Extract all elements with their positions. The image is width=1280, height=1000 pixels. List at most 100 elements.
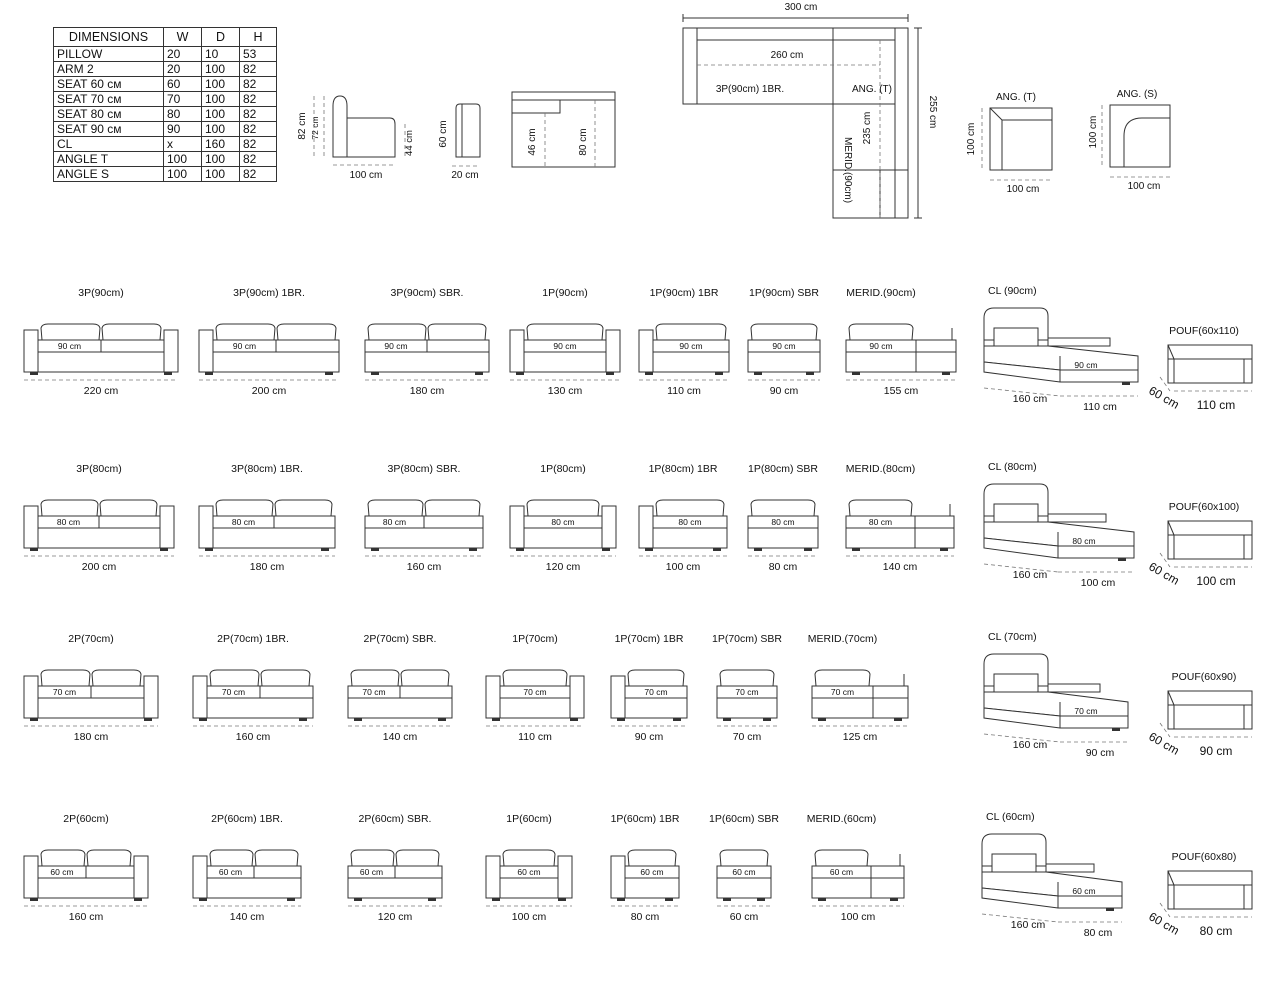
dimensions-header-row: DIMENSIONS W D H [53,27,277,47]
model-label: 1P(90cm) 1BR [650,287,719,299]
plan-outline [682,27,909,219]
pouf-label: POUF(60x90) [1172,671,1237,683]
sofa-base [624,877,680,899]
table-cell: 82 [239,91,277,107]
width-dimension: 180 cm [410,385,445,397]
sofa-base [716,877,772,899]
width-dimension: 120 cm [546,561,581,573]
sofa-leg [570,718,578,721]
back-cushion [101,323,162,341]
sofa-arm-left [485,855,501,899]
model-label: 1P(70cm) SBR [712,633,782,645]
model-label: 1P(80cm) [540,463,586,475]
cl-arm [1045,863,1095,873]
back-cushion [350,849,395,867]
model-label: 3P(90cm) [78,287,124,299]
cl-label: CL (70cm) [988,631,1037,643]
sofa-base [364,527,484,549]
sofa-base [37,697,145,719]
model-label: 1P(60cm) 1BR [611,813,680,825]
sofa-leg [645,548,653,551]
back-cushion [215,323,276,341]
plan-width-inner: 260 cm [771,50,804,61]
width-dimension: 60 cm [730,911,759,923]
front-section-seat [511,99,561,114]
side-height-total: 82 cm [297,112,308,139]
angle-t-label: ANG. (T) [996,92,1036,103]
sofa-leg [558,898,566,901]
arm-height: 60 cm [438,120,449,147]
model-label: 1P(60cm) [506,813,552,825]
sofa-leg [602,548,610,551]
seat-cushion [811,685,909,699]
back-cushion [40,669,91,687]
sofa-leg [852,372,860,375]
angle-t: ANG. (T) 100 cm 100 cm [966,92,1053,195]
sofa-leg [205,372,213,375]
seat-size-label: 80 cm [383,517,406,527]
seat-size-label: 70 cm [644,687,667,697]
model-label: 2P(70cm) 1BR. [217,633,289,645]
back-cushion [719,669,775,687]
sofa-leg [205,548,213,551]
seat-size-label: 70 cm [831,687,854,697]
sofa-leg [940,548,948,551]
sofa-leg [890,898,898,901]
cl-seat-size: 90 cm [1074,360,1097,370]
plan-label-merid: MERID.(90cm) [842,137,853,203]
width-dimension: 100 cm [841,911,876,923]
width-dimension: 100 cm [512,911,547,923]
width-dimension: 100 cm [666,561,701,573]
plan-label-ang: ANG. (T) [852,84,892,95]
front-section-outline [511,91,616,168]
width-dimension: 110 cm [518,731,552,743]
back-cushion [502,669,568,687]
sofa-leg [617,898,625,901]
sofa-leg [673,718,681,721]
sofa-leg [806,372,814,375]
back-cushion [350,669,400,687]
table-cell: 82 [239,166,277,182]
sofa-leg [763,718,771,721]
arm-width: 20 cm [451,170,478,181]
seat-size-label: 60 cm [517,867,540,877]
cl-width: 110 cm [1083,401,1117,413]
model-label: 1P(60cm) SBR [709,813,779,825]
back-cushion [814,669,871,687]
front-section: 46 cm 80 cm [511,91,616,168]
dim-line [1159,552,1171,568]
width-dimension: 80 cm [769,561,798,573]
width-dimension: 140 cm [883,561,918,573]
pouf-width: 110 cm [1197,398,1235,412]
seat-size-label: 80 cm [771,517,794,527]
table-cell: 100 [201,166,240,182]
sofa-leg [723,718,731,721]
width-dimension: 160 cm [407,561,442,573]
sofa-arm-left [638,505,654,549]
plan-label-3p: 3P(90cm) 1BR. [716,84,784,95]
dim-line [1159,376,1171,392]
sofa-leg [287,898,295,901]
angle-s-width: 100 cm [1128,181,1161,192]
sofa-leg [321,548,329,551]
pouf-label: POUF(60x80) [1172,851,1237,863]
back-cushion [260,669,311,687]
model-label: 2P(60cm) 1BR. [211,813,283,825]
sofa-base [499,877,559,899]
back-cushion [395,849,440,867]
sofa-leg [818,718,826,721]
